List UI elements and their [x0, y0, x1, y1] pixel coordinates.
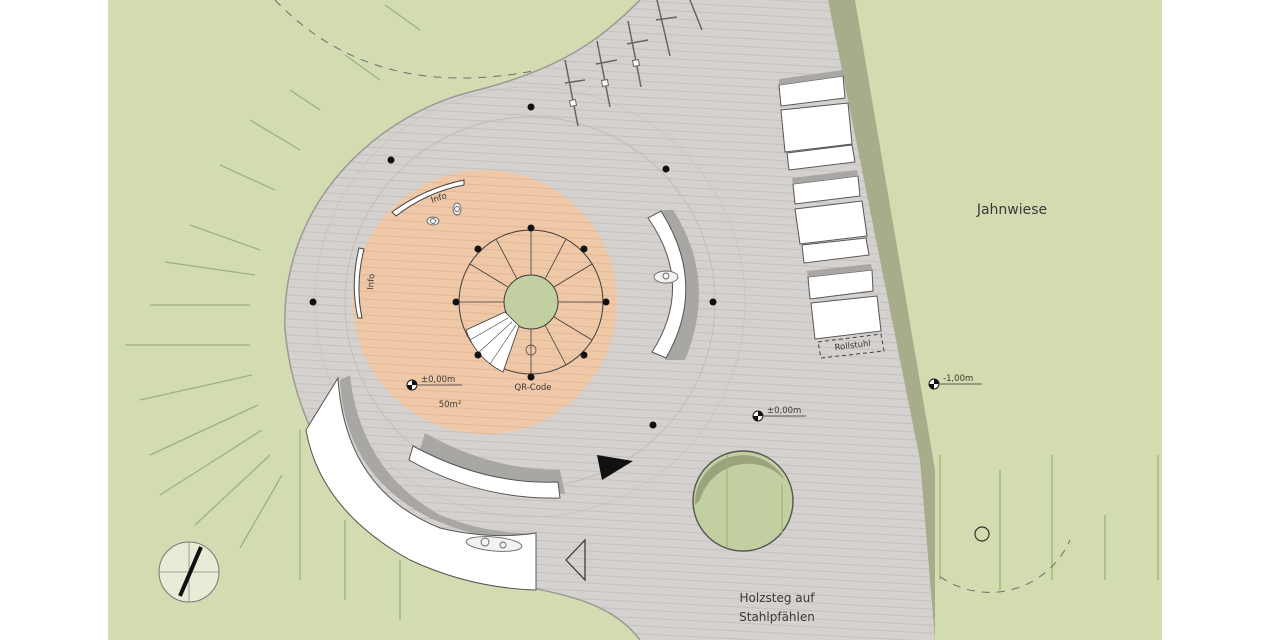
bike-rack-icon: [564, 0, 703, 127]
label-info-top: Info: [430, 191, 448, 205]
person-icon: [426, 202, 679, 284]
label-jahnwiese: Jahnwiese: [976, 202, 1047, 218]
tree-opening: [692, 450, 794, 552]
label-qr-code: QR-Code: [514, 383, 551, 393]
spiral-stair: [458, 229, 604, 375]
label-rollstuhl: Rollstuhl: [834, 339, 871, 353]
wheelchair-icon: [465, 536, 523, 552]
label-area: 50m²: [439, 400, 462, 410]
compass-icon: [158, 541, 220, 603]
north-arrow-icon: [178, 546, 203, 597]
level-marker-icon: [406, 379, 462, 391]
tree-marker: [974, 526, 990, 542]
benches-right: [778, 75, 882, 340]
label-holzsteg-1: Holzsteg auf: [740, 591, 816, 605]
direction-arrow-outline: [565, 538, 586, 582]
level-marker-icon: [928, 378, 982, 390]
direction-arrow: [597, 455, 633, 480]
label-holzsteg-2: Stahlpfählen: [739, 610, 815, 624]
label-level-meadow: -1,00m: [943, 374, 973, 384]
wheelchair-space: [817, 333, 885, 359]
grass-strokes: [125, 4, 1159, 620]
label-level-deck: ±0,00m: [767, 406, 801, 416]
level-marker-icon: [752, 410, 806, 422]
label-level-center: ±0,00m: [421, 375, 455, 385]
post-markers: [309, 103, 717, 429]
label-info-left: Info: [366, 273, 377, 290]
